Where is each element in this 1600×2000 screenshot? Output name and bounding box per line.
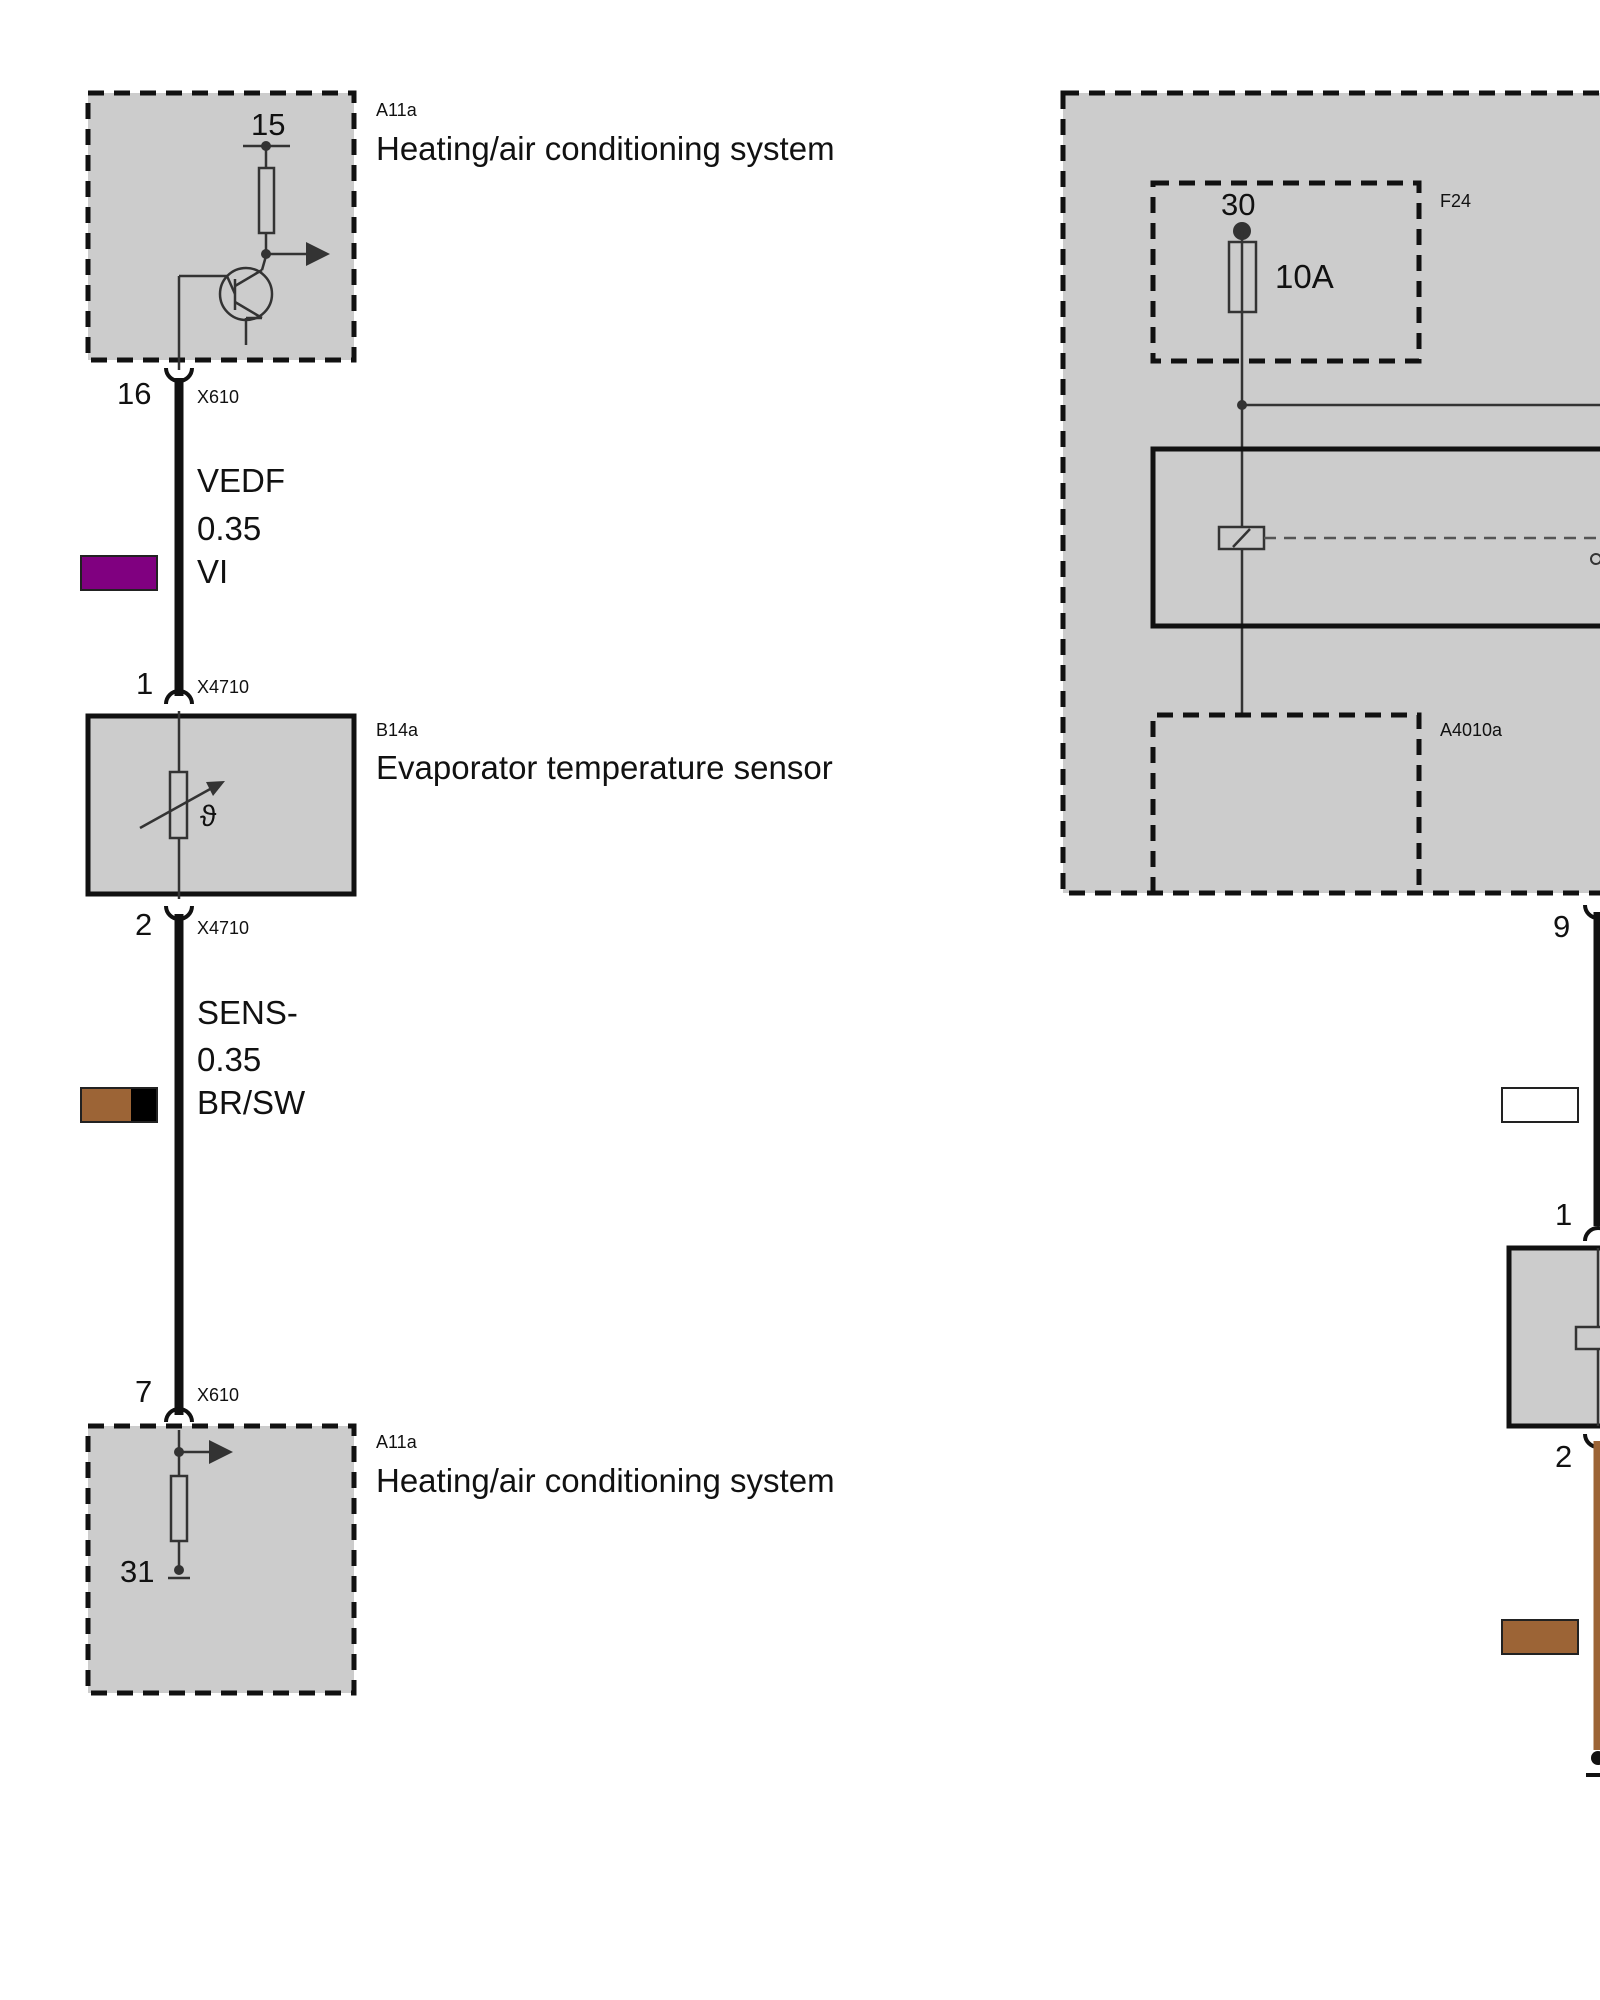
coil-diagonal (1232, 528, 1251, 548)
module-code: A4010a (1440, 720, 1503, 740)
theta-symbol: ϑ (200, 800, 217, 833)
module-code: A11a (376, 100, 418, 120)
ground-dot (1591, 1751, 1600, 1765)
arrow-head (206, 781, 225, 796)
pin-number: 1 (136, 666, 153, 701)
ground-resistor-icon (168, 1430, 216, 1580)
connector-symbol-top (164, 905, 194, 921)
heating-ac-module-top: 15 A11a Heating/air conditioning system (85, 90, 835, 370)
module-box (85, 90, 357, 363)
wire-vedf: 16 X610 VEDF 0.35 VI 1 X4710 (80, 367, 285, 705)
module-title: Heating/air conditioning system (376, 1462, 835, 1499)
wire-size: 0.35 (197, 510, 261, 547)
junction-dot (261, 141, 271, 151)
signal-name: VEDF (197, 462, 285, 499)
module-code: A11a (376, 1432, 418, 1452)
pin-number: 2 (135, 907, 152, 942)
wire-color-swatch-white (1501, 1087, 1579, 1123)
wire-sens: 2 X4710 SENS- 0.35 BR/SW 7 X610 (80, 905, 306, 1423)
sensor-title: Evaporator temperature sensor (376, 749, 833, 786)
connector-symbol-top (164, 367, 194, 383)
junction-dot (174, 1565, 184, 1575)
terminal-label: 30 (1221, 187, 1255, 222)
relay-coil-icon (1574, 1325, 1600, 1351)
wire-size: 0.35 (197, 1041, 261, 1078)
module-a4010a: A4010a (1150, 712, 1503, 893)
pin-number: 2 (1555, 1439, 1572, 1474)
thermistor-icon (139, 711, 213, 899)
connector-symbol (1583, 1226, 1600, 1242)
contact-dot (1590, 553, 1600, 565)
evaporator-temp-sensor: ϑ B14a Evaporator temperature sensor (85, 711, 833, 899)
pin-number: 7 (135, 1374, 152, 1409)
wire-color-swatch-brown (1501, 1619, 1579, 1655)
sub-module-box (1150, 712, 1422, 893)
connector-code: X4710 (197, 918, 249, 938)
connector-code: X610 (197, 1385, 239, 1405)
connector-symbol-bottom (164, 689, 194, 705)
heating-ac-module-bottom: 31 A11a Heating/air conditioning system (85, 1423, 835, 1696)
main-module-box (1060, 90, 1600, 896)
output-arrow-icon (306, 242, 330, 266)
wire-color-swatch-violet (80, 555, 158, 591)
pin-number: 1 (1555, 1197, 1572, 1232)
pin-number: 16 (117, 376, 151, 411)
fuse-box (1150, 180, 1422, 364)
junction-dot (261, 249, 271, 259)
connector-symbol-bottom (164, 1407, 194, 1423)
relay-block (1150, 446, 1600, 629)
fuse-code: F24 (1440, 191, 1471, 211)
junction-dot (1237, 400, 1247, 410)
module-box (85, 1423, 357, 1696)
sensor-box (85, 713, 357, 897)
pin-number: 9 (1553, 909, 1570, 944)
output-arrow-icon (209, 1440, 233, 1464)
terminal-label: 31 (120, 1554, 154, 1589)
module-title: Heating/air conditioning system (376, 130, 835, 167)
wire-color-swatch-brown-black (80, 1087, 158, 1123)
relay-box (1150, 446, 1600, 629)
signal-name: SENS- (197, 994, 298, 1031)
terminal-label: 15 (251, 107, 285, 142)
wire-color-code: BR/SW (197, 1084, 306, 1121)
connector-code: X4710 (197, 677, 249, 697)
fuse-icon (1227, 231, 1600, 715)
junction-dot (174, 1447, 184, 1457)
wire-color-code: VI (197, 553, 228, 590)
connector-code: X610 (197, 387, 239, 407)
right-edge-wire: 9 1 2 (1501, 904, 1600, 1777)
fuse-rating: 10A (1275, 258, 1334, 295)
sensor-code: B14a (376, 720, 419, 740)
fuse-f24: 30 10A F24 (1150, 180, 1600, 715)
